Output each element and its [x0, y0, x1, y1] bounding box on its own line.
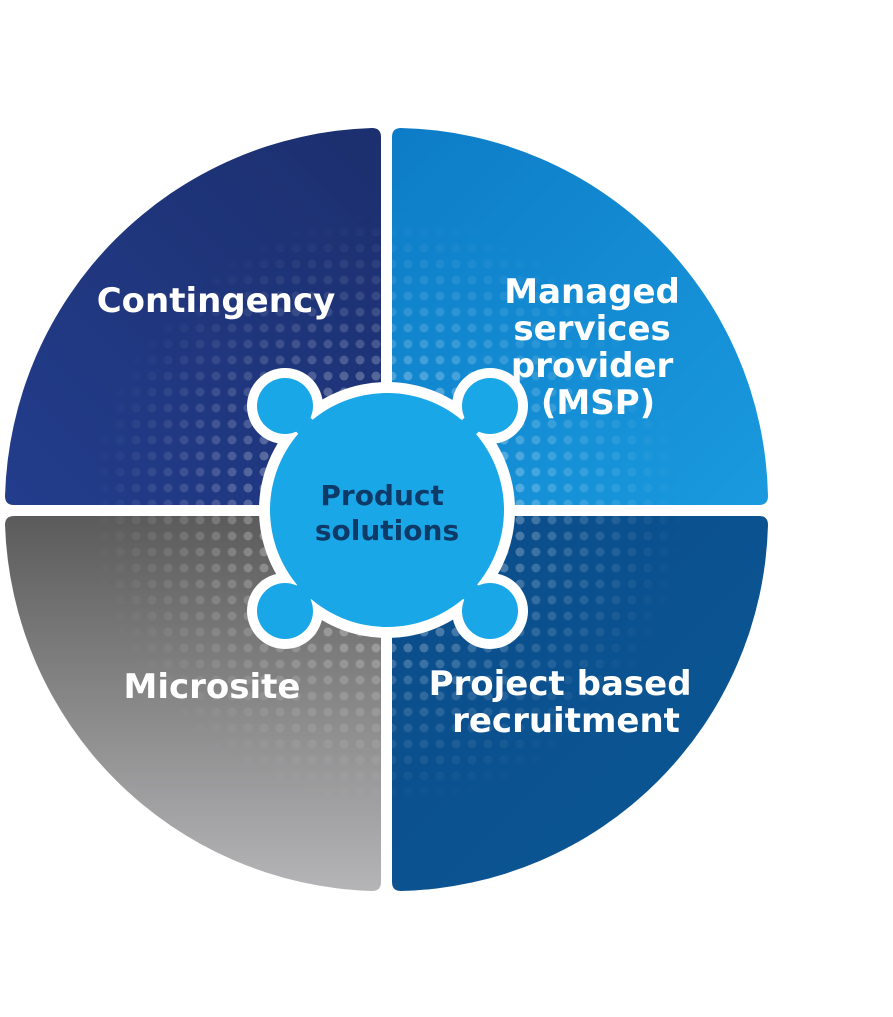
label-microsite: Microsite: [124, 667, 301, 707]
hub-node-top-right: [462, 378, 518, 434]
label-project-based: Project based recruitment: [429, 664, 704, 741]
hub-core: [270, 393, 504, 627]
hub-node-bottom-right: [462, 583, 518, 639]
label-msp: Managed services provider (MSP): [504, 272, 692, 423]
hub-node-top-left: [257, 378, 313, 434]
hub-nodes: [257, 378, 518, 639]
halftone-texture: [5, 128, 768, 891]
label-contingency: Contingency: [97, 281, 336, 321]
hub-node-bottom-left: [257, 583, 313, 639]
label-product-solutions: Product solutions: [315, 479, 459, 547]
